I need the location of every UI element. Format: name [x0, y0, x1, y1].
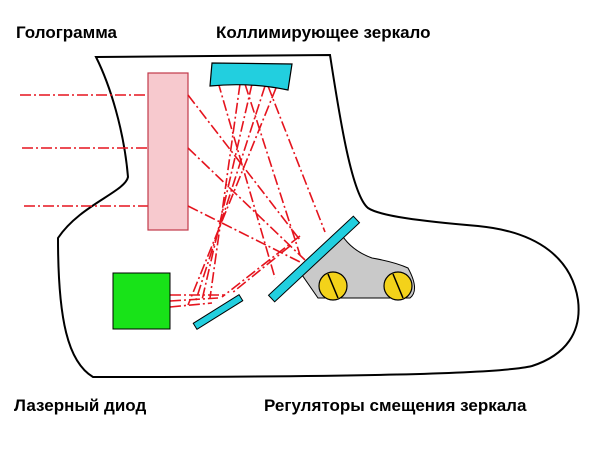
beam-segment: [244, 83, 301, 256]
beam-segment: [187, 205, 313, 269]
beam-segment: [201, 83, 253, 301]
label-laser-diode: Лазерный диод: [14, 396, 146, 415]
label-mirror-adjusters: Регуляторы смещения зеркала: [264, 396, 527, 415]
collimating-mirror: [209, 62, 293, 91]
beam-segment: [194, 85, 266, 304]
beam-segment: [231, 245, 291, 294]
beam-segment: [209, 83, 241, 299]
beam-segment: [169, 302, 213, 308]
label-collimating-mirror: Коллимирующее зеркало: [216, 23, 431, 42]
beam-segment: [187, 87, 277, 306]
hologram-plate: [147, 72, 189, 231]
beam-segment: [187, 147, 306, 261]
beam-segment: [221, 235, 301, 298]
beam-segment: [267, 85, 326, 233]
laser-diode: [112, 272, 171, 330]
fold-mirror: [192, 294, 244, 330]
adjustable-mirror: [267, 215, 361, 303]
internal-beams: [169, 81, 326, 308]
label-hologram: Голограмма: [16, 23, 118, 42]
adjustment-screw[interactable]: [318, 271, 348, 301]
adjustment-screw[interactable]: [383, 271, 413, 301]
beam-segment: [217, 81, 276, 279]
beam-segment: [169, 297, 219, 302]
